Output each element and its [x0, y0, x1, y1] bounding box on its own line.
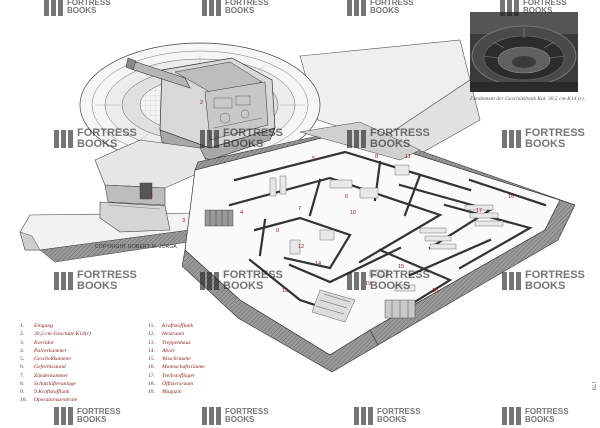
legend-item: 2.30,5 cm-Geschütz K14(r) [20, 331, 91, 338]
page-number: 179 [590, 381, 596, 390]
legend-item: 8.Schutzlüfteranlage [20, 380, 76, 387]
room-number: 19 [365, 281, 371, 287]
legend-item: 17.Treibstofflager [148, 372, 196, 379]
room-number: 17 [476, 208, 482, 214]
legend-item: 10.Operationszentrale [20, 397, 78, 404]
legend-item: 13.Treppenhaus [148, 339, 191, 346]
room-numbers: 1 2 3 4 5 6 7 8 9 10 11 12 13 14 15 16 1… [150, 100, 514, 294]
room-number: 4 [240, 210, 243, 216]
legend-item: 1.Eingang [20, 323, 53, 329]
room-number: 7 [298, 206, 301, 212]
photo-caption: Fundament der Geschützbank Kal. 30,5 cm-… [470, 96, 586, 102]
legend-item: 19.Magazin [148, 389, 182, 395]
legend-item: 6.Gefechtsstand [20, 364, 66, 371]
room-number: 11 [405, 154, 411, 160]
gun-turret [125, 57, 276, 161]
legend-item: 7.Zünderkammer [20, 372, 69, 379]
legend-item: 4.Pulverkammer [20, 347, 67, 354]
room-number: 14 [315, 261, 321, 267]
legend-item: 12.Heizraum [148, 331, 185, 338]
legend-item: 11.Kraftstofflank [148, 323, 194, 329]
room-number: 2 [200, 100, 203, 106]
inset-photo-gun-foundation [470, 12, 578, 92]
bunker-body [181, 121, 576, 373]
room-number: 6 [345, 194, 348, 200]
room-number: 5 [312, 156, 315, 162]
legend-right-column: 11.Kraftstofflank 12.Heizraum 13.Treppen… [148, 322, 205, 396]
room-number: 9 [276, 228, 279, 234]
room-number: 3 [182, 218, 185, 224]
legend-item: 3.Korridor [20, 339, 55, 346]
room-number: 16 [508, 194, 514, 200]
room-number: 10 [350, 210, 356, 216]
room-number: 12 [298, 244, 304, 250]
room-number: 1 [150, 192, 153, 198]
room-number: 13 [282, 288, 288, 294]
legend-left-column: 1.Eingang 2.30,5 cm-Geschütz K14(r) 3.Ko… [20, 322, 91, 405]
legend-item: 14.Abort [148, 347, 175, 354]
legend-item: 9.9.Kraftstofflank [20, 389, 70, 395]
entrance-block [94, 139, 211, 233]
stair-hall [311, 289, 356, 323]
room-number: 8 [375, 154, 378, 160]
wash-room-block [384, 299, 416, 319]
legend-item: 5.Geschoßkammer [20, 356, 72, 362]
room-number: 15 [398, 264, 404, 270]
legend-item: 16.Mannschaftsräume [148, 364, 205, 371]
room-number: 18 [432, 288, 438, 294]
legend-item: 18.Offiziersraum [148, 380, 194, 387]
legend-item: 15.Waschräume [148, 356, 191, 362]
copyright-note: COPYRIGHT ROBERT M. JURGA [95, 244, 177, 250]
